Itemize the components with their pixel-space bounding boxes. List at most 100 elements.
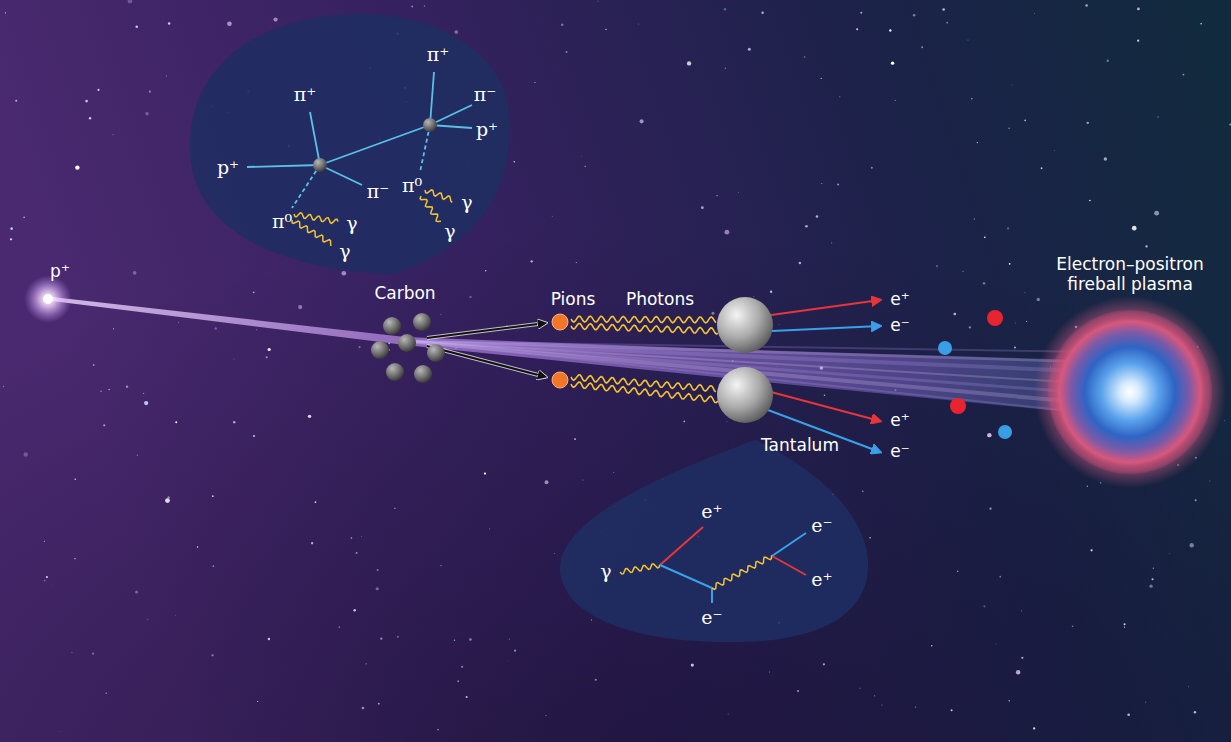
star <box>380 638 382 640</box>
star <box>683 421 685 423</box>
lepton-label: e⁺ <box>890 290 909 310</box>
star <box>726 421 728 423</box>
star <box>711 312 714 315</box>
star <box>1123 623 1125 625</box>
positron-track <box>772 556 806 575</box>
star <box>74 558 75 559</box>
star <box>233 359 234 360</box>
star <box>942 8 945 11</box>
star <box>951 709 953 711</box>
star-field <box>3 0 1231 732</box>
star <box>212 495 214 497</box>
lepton-dot <box>998 425 1012 439</box>
star <box>366 663 367 664</box>
star <box>126 385 128 387</box>
star <box>725 68 727 70</box>
star <box>113 328 114 329</box>
star <box>691 664 694 667</box>
star <box>92 652 94 654</box>
carbon-atom <box>386 363 404 381</box>
photon-wave <box>620 564 660 574</box>
star <box>1034 13 1036 15</box>
star <box>931 645 933 647</box>
star <box>983 605 985 607</box>
star <box>135 26 138 29</box>
photon-wave <box>571 316 716 323</box>
star <box>595 679 597 681</box>
particle-symbol: e⁺ <box>701 501 722 523</box>
star <box>376 587 379 590</box>
star <box>946 22 948 24</box>
star <box>454 639 455 640</box>
star <box>1106 59 1108 61</box>
star <box>268 638 270 640</box>
star <box>513 161 515 163</box>
star <box>44 580 46 582</box>
star <box>424 5 426 7</box>
star <box>971 98 973 100</box>
proton-source <box>43 294 53 304</box>
tantalum-sphere <box>717 367 773 423</box>
fireball <box>1048 310 1212 474</box>
star <box>821 78 822 79</box>
dashed-line <box>420 125 430 172</box>
star <box>378 703 380 705</box>
star <box>514 650 516 652</box>
star <box>1157 116 1158 117</box>
carbon-atom <box>413 313 431 331</box>
star <box>484 472 486 474</box>
star <box>597 1 598 2</box>
star <box>1016 670 1021 675</box>
star <box>227 21 232 26</box>
star <box>753 296 754 297</box>
star <box>1153 567 1154 568</box>
star <box>100 391 101 392</box>
star <box>144 401 148 405</box>
carbon-atom <box>371 341 389 359</box>
star <box>582 479 584 481</box>
star <box>397 636 399 638</box>
star <box>89 117 91 119</box>
vertex-ball <box>423 118 437 132</box>
star <box>507 660 509 662</box>
star <box>215 327 217 329</box>
star <box>804 56 806 58</box>
star <box>1194 711 1196 713</box>
particle-symbol: γ <box>346 213 357 235</box>
star <box>273 17 277 21</box>
star <box>394 508 395 509</box>
star <box>1104 157 1107 160</box>
star <box>566 51 568 53</box>
star <box>454 30 458 34</box>
star <box>638 23 639 24</box>
star <box>256 329 257 330</box>
star <box>108 389 109 390</box>
star <box>93 364 95 366</box>
particle-label: p⁺ <box>50 262 70 282</box>
fireball-plasma: Electron–positron fireball plasma <box>1035 252 1225 484</box>
star <box>71 652 72 653</box>
star <box>1085 4 1088 7</box>
star <box>1008 127 1009 128</box>
carbon-atom <box>414 365 432 383</box>
star <box>268 348 271 351</box>
star <box>778 323 780 325</box>
star <box>177 321 179 323</box>
star <box>147 619 148 620</box>
star <box>308 415 311 418</box>
star <box>485 270 487 272</box>
star <box>24 452 28 456</box>
star <box>233 421 235 423</box>
star <box>175 421 177 423</box>
star <box>74 478 76 480</box>
star <box>149 91 151 93</box>
node-label: Tantalum <box>761 436 839 456</box>
particle-symbol: π⁺ <box>294 84 317 106</box>
star <box>85 100 88 103</box>
star <box>561 23 563 25</box>
star <box>75 165 79 169</box>
star <box>356 552 358 554</box>
star <box>989 508 991 510</box>
